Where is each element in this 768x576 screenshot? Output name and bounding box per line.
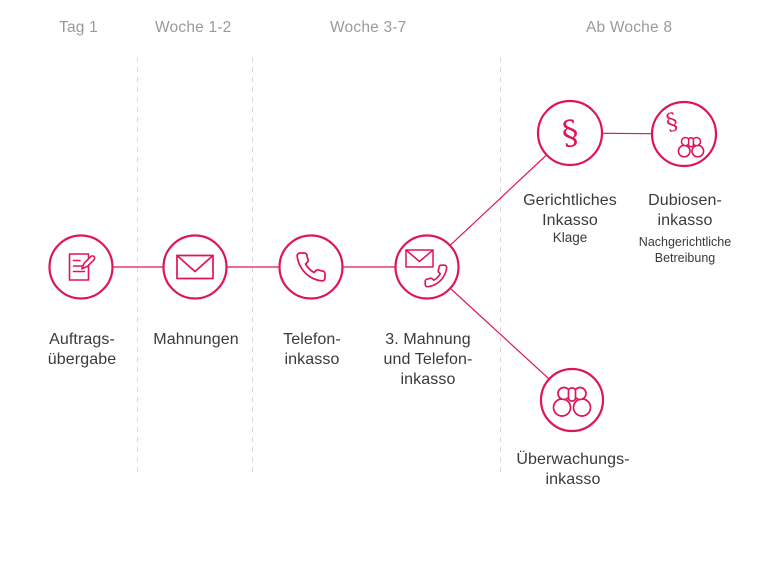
node-label-dubioseninkasso: Dubiosen- inkasso (648, 192, 722, 229)
node-label-mahnungen: Mahnungen (153, 331, 239, 348)
small-binoculars-icon (677, 136, 705, 158)
timeline-header-tag-1: Tag 1 (59, 19, 98, 36)
node-label-dritte-mahnung: 3. Mahnung und Telefon- inkasso (383, 331, 473, 388)
small-phone-icon (424, 264, 448, 288)
timeline-header-woche-1-2: Woche 1-2 (155, 19, 232, 36)
binoculars-icon (552, 386, 592, 417)
phone-icon (296, 252, 326, 282)
node-label-telefoninkasso: Telefon- inkasso (283, 331, 341, 368)
connector-mahnung3-ueberwachung (426, 266, 573, 401)
envelope-icon (176, 254, 214, 280)
node-circle-gerichtliches-inkasso (536, 99, 604, 167)
node-label-ueberwachungsinkasso: Überwachungs- inkasso (516, 451, 630, 488)
small-envelope-icon (405, 249, 434, 268)
node-sublabel-nachgerichtliche-betreibung: Nachgerichtliche Betreibung (638, 235, 732, 265)
node-circle-telefoninkasso (278, 234, 344, 300)
document-pencil-icon (68, 253, 96, 281)
node-circle-mahnungen (162, 234, 228, 300)
timeline-header-ab-woche-8: Ab Woche 8 (586, 19, 673, 36)
node-label-auftragsuebergabe: Auftrags- übergabe (47, 331, 117, 368)
envelope-phone-icon (405, 249, 448, 288)
timeline-header-woche-3-7: Woche 3-7 (330, 19, 407, 36)
node-label-gerichtliches-inkasso: Gerichtliches Inkasso (523, 192, 617, 229)
node-sublabel-klage: Klage (552, 230, 588, 245)
node-circle-auftragsuebergabe (48, 234, 114, 300)
